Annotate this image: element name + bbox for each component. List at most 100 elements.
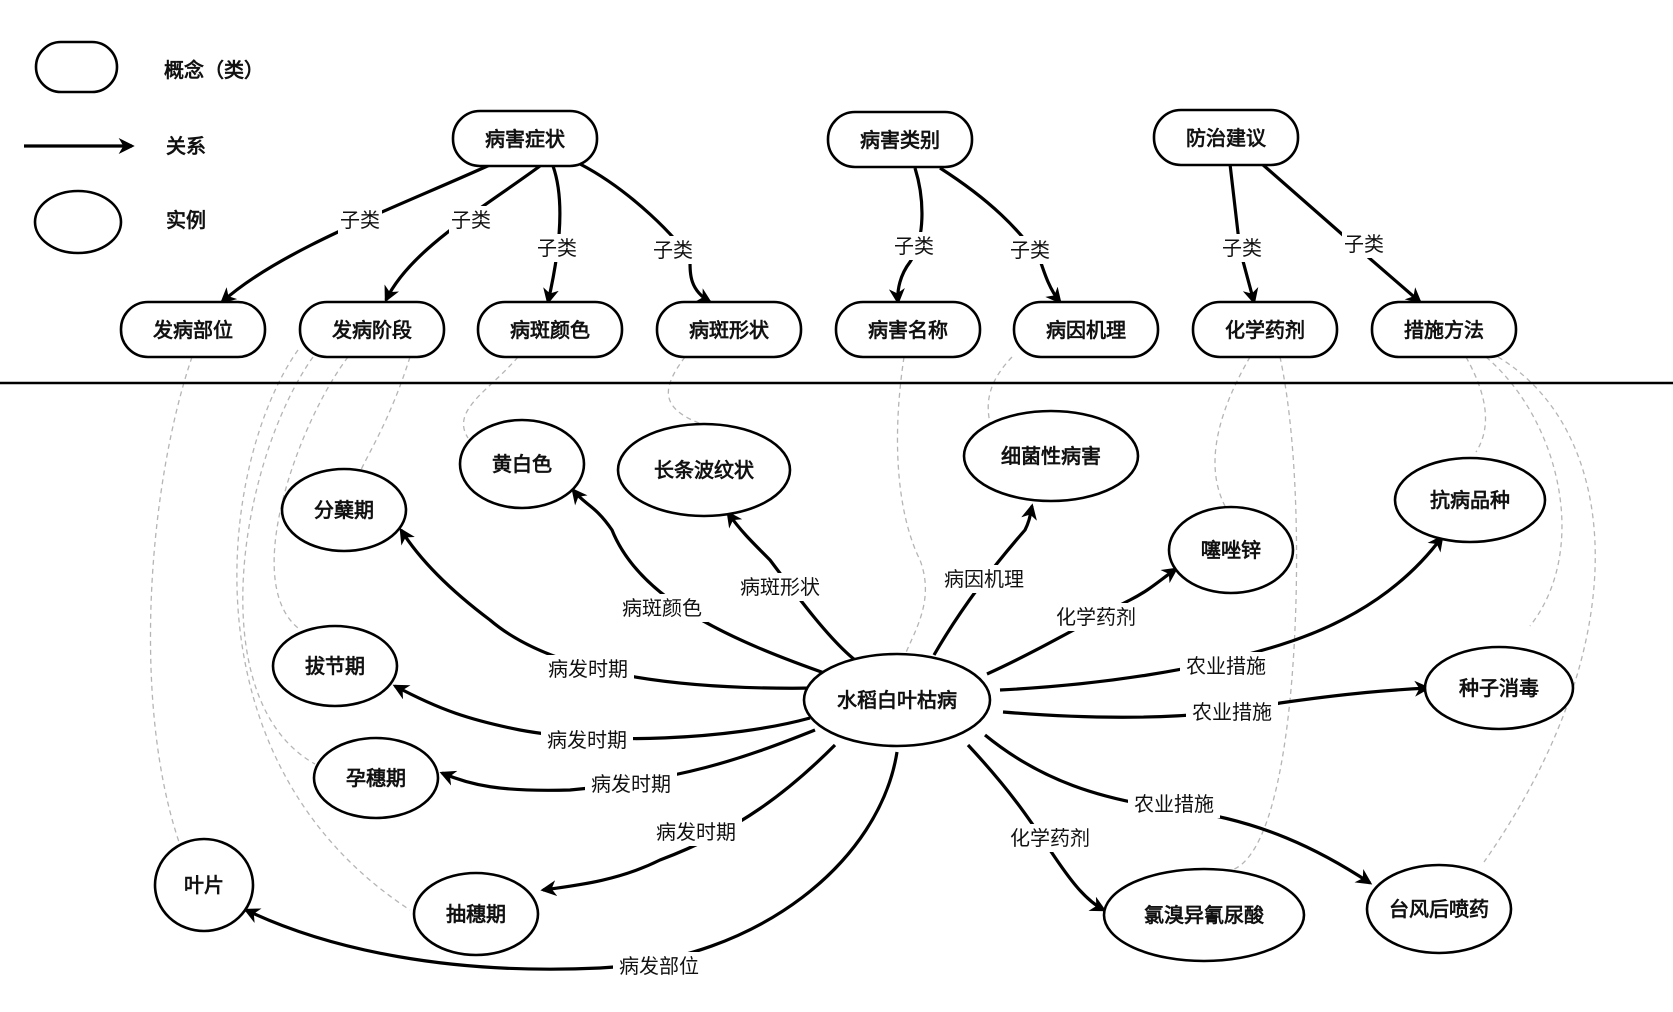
instance-yellowwhite[interactable]: 黄白色 bbox=[458, 418, 586, 510]
concept-chem[interactable]: 化学药剂 bbox=[1191, 300, 1339, 359]
legend-item-relation: 关系 bbox=[24, 134, 206, 158]
legend-label-instance: 实例 bbox=[166, 208, 206, 232]
instance-label: 水稻白叶枯病 bbox=[837, 688, 957, 712]
concept-label: 病害症状 bbox=[485, 127, 566, 151]
relation-label-chlorobromo: 化学药剂 bbox=[1010, 826, 1090, 850]
instance-tillering[interactable]: 分蘖期 bbox=[280, 467, 408, 553]
concept-spotshape[interactable]: 病斑形状 bbox=[655, 300, 803, 359]
relation-edge-bacterial bbox=[932, 503, 1037, 656]
instance-link-tillering bbox=[359, 356, 411, 473]
edge-label-subclass: 子类 bbox=[653, 238, 693, 262]
relation-edge-resistant bbox=[999, 534, 1444, 692]
concept-prevention[interactable]: 防治建议 bbox=[1152, 108, 1300, 167]
legend-item-instance: 实例 bbox=[33, 189, 206, 255]
relation-label-bacterial: 病因机理 bbox=[944, 567, 1024, 591]
edge-label-subclass: 子类 bbox=[1222, 236, 1262, 260]
relation-label-yellowwhite: 病斑颜色 bbox=[622, 596, 702, 620]
relation-label-heading: 病发时期 bbox=[656, 820, 736, 844]
relation-label-longwave: 病斑形状 bbox=[740, 575, 820, 599]
concept-label: 病害名称 bbox=[868, 318, 948, 342]
concept-label: 防治建议 bbox=[1186, 126, 1267, 150]
top-concepts: 病害症状 病害类别 防治建议 bbox=[451, 108, 1300, 169]
relation-label-leaf: 病发部位 bbox=[619, 954, 699, 978]
concept-label: 病斑颜色 bbox=[510, 318, 590, 342]
edge-symptom-spotcolor bbox=[543, 165, 562, 305]
relation-label-thiazolezinc: 化学药剂 bbox=[1056, 605, 1136, 629]
instance-link-booting bbox=[242, 356, 316, 765]
instance-label: 台风后喷药 bbox=[1389, 897, 1489, 921]
edge-symptom-spotshape bbox=[579, 162, 713, 304]
instance-link-longwave bbox=[667, 356, 708, 427]
concept-symptom[interactable]: 病害症状 bbox=[451, 109, 599, 168]
concept-spotcolor[interactable]: 病斑颜色 bbox=[476, 300, 624, 359]
relation-edge-longwave bbox=[726, 510, 856, 662]
relation-label-seeddisinfect: 农业措施 bbox=[1192, 700, 1272, 724]
relation-label-booting: 病发时期 bbox=[591, 772, 671, 796]
instance-chlorobromo[interactable]: 氯溴异氰尿酸 bbox=[1102, 867, 1306, 963]
instance-leaf[interactable]: 叶片 bbox=[153, 837, 255, 933]
instance-link-disease bbox=[896, 356, 927, 656]
instance-bacterial[interactable]: 细菌性病害 bbox=[962, 409, 1140, 503]
concept-cause[interactable]: 病因机理 bbox=[1012, 300, 1160, 359]
instance-link-heading bbox=[236, 349, 411, 911]
concept-label: 病因机理 bbox=[1046, 318, 1126, 342]
edge-category-cause bbox=[939, 166, 1062, 305]
edge-label-subclass: 子类 bbox=[1344, 232, 1384, 256]
instance-label: 细菌性病害 bbox=[1001, 444, 1101, 468]
instance-label: 分蘖期 bbox=[314, 498, 374, 522]
instance-link-thiazolezinc bbox=[1214, 356, 1251, 509]
instance-link-leaf bbox=[149, 356, 193, 846]
relation-edge-tillering bbox=[399, 527, 819, 690]
subclass-edges bbox=[220, 162, 1423, 305]
concept-name[interactable]: 病害名称 bbox=[834, 300, 982, 359]
instance-label: 叶片 bbox=[184, 873, 224, 897]
legend-label-relation: 关系 bbox=[166, 134, 206, 158]
relation-labels: 病斑颜色 病斑形状 病发时期 病发时期 病发时期 病发时期 病发部位 病因机理 … bbox=[541, 565, 1278, 980]
instance-heading[interactable]: 抽穗期 bbox=[412, 871, 540, 957]
instance-seeddisinfect[interactable]: 种子消毒 bbox=[1423, 645, 1575, 731]
instance-label: 孕穗期 bbox=[346, 766, 406, 790]
concept-part[interactable]: 发病部位 bbox=[119, 300, 267, 359]
concept-category[interactable]: 病害类别 bbox=[826, 110, 974, 169]
instance-shape-sample bbox=[33, 189, 123, 255]
instance-link-resistant bbox=[1465, 356, 1487, 453]
relation-label-jointing: 病发时期 bbox=[547, 728, 627, 752]
instance-label: 种子消毒 bbox=[1458, 676, 1539, 700]
edge-label-subclass: 子类 bbox=[340, 208, 380, 232]
instance-label: 抽穗期 bbox=[446, 902, 506, 926]
instance-links bbox=[149, 349, 1596, 911]
instance-jointing[interactable]: 拔节期 bbox=[271, 624, 399, 708]
edge-label-subclass: 子类 bbox=[1010, 238, 1050, 262]
edge-prevention-method bbox=[1260, 162, 1423, 304]
edge-label-subclass: 子类 bbox=[451, 208, 491, 232]
instance-disease[interactable]: 水稻白叶枯病 bbox=[802, 652, 992, 748]
concept-label: 发病部位 bbox=[152, 318, 233, 342]
relation-label-resistant: 农业措施 bbox=[1186, 654, 1266, 678]
edge-prevention-chem bbox=[1228, 163, 1259, 305]
instance-link-chlorobromo bbox=[1231, 356, 1298, 871]
instance-resistant[interactable]: 抗病品种 bbox=[1393, 456, 1547, 544]
relation-edge-yellowwhite bbox=[571, 487, 831, 677]
instance-thiazolezinc[interactable]: 噻唑锌 bbox=[1167, 505, 1295, 595]
relation-edge-heading bbox=[540, 743, 837, 897]
instance-label: 噻唑锌 bbox=[1201, 538, 1261, 562]
concept-label: 病害类别 bbox=[860, 128, 940, 152]
concept-method[interactable]: 措施方法 bbox=[1370, 300, 1518, 359]
edge-label-subclass: 子类 bbox=[537, 236, 577, 260]
concept-label: 发病阶段 bbox=[331, 318, 412, 342]
instances: 水稻白叶枯病 黄白色 长条波纹状 分蘖期 拔节期 孕穗期 抽穗期 叶片 bbox=[153, 409, 1575, 963]
instance-typhoonspray[interactable]: 台风后喷药 bbox=[1365, 863, 1513, 955]
concept-stage[interactable]: 发病阶段 bbox=[298, 300, 446, 359]
instance-link-seeddisinfect bbox=[1485, 356, 1563, 627]
instance-longwave[interactable]: 长条波纹状 bbox=[616, 422, 792, 518]
instance-booting[interactable]: 孕穗期 bbox=[312, 736, 440, 820]
concept-label: 化学药剂 bbox=[1225, 318, 1305, 342]
legend: 概念（类） 关系 实例 bbox=[24, 40, 264, 255]
instance-link-typhoonspray bbox=[1483, 356, 1596, 863]
instance-label: 氯溴异氰尿酸 bbox=[1144, 903, 1265, 927]
subclass-labels: 子类 子类 子类 子类 子类 子类 子类 子类 bbox=[338, 206, 1386, 264]
relation-label-typhoonspray: 农业措施 bbox=[1134, 792, 1214, 816]
instance-label: 长条波纹状 bbox=[654, 458, 755, 482]
instance-label: 拔节期 bbox=[305, 654, 365, 678]
